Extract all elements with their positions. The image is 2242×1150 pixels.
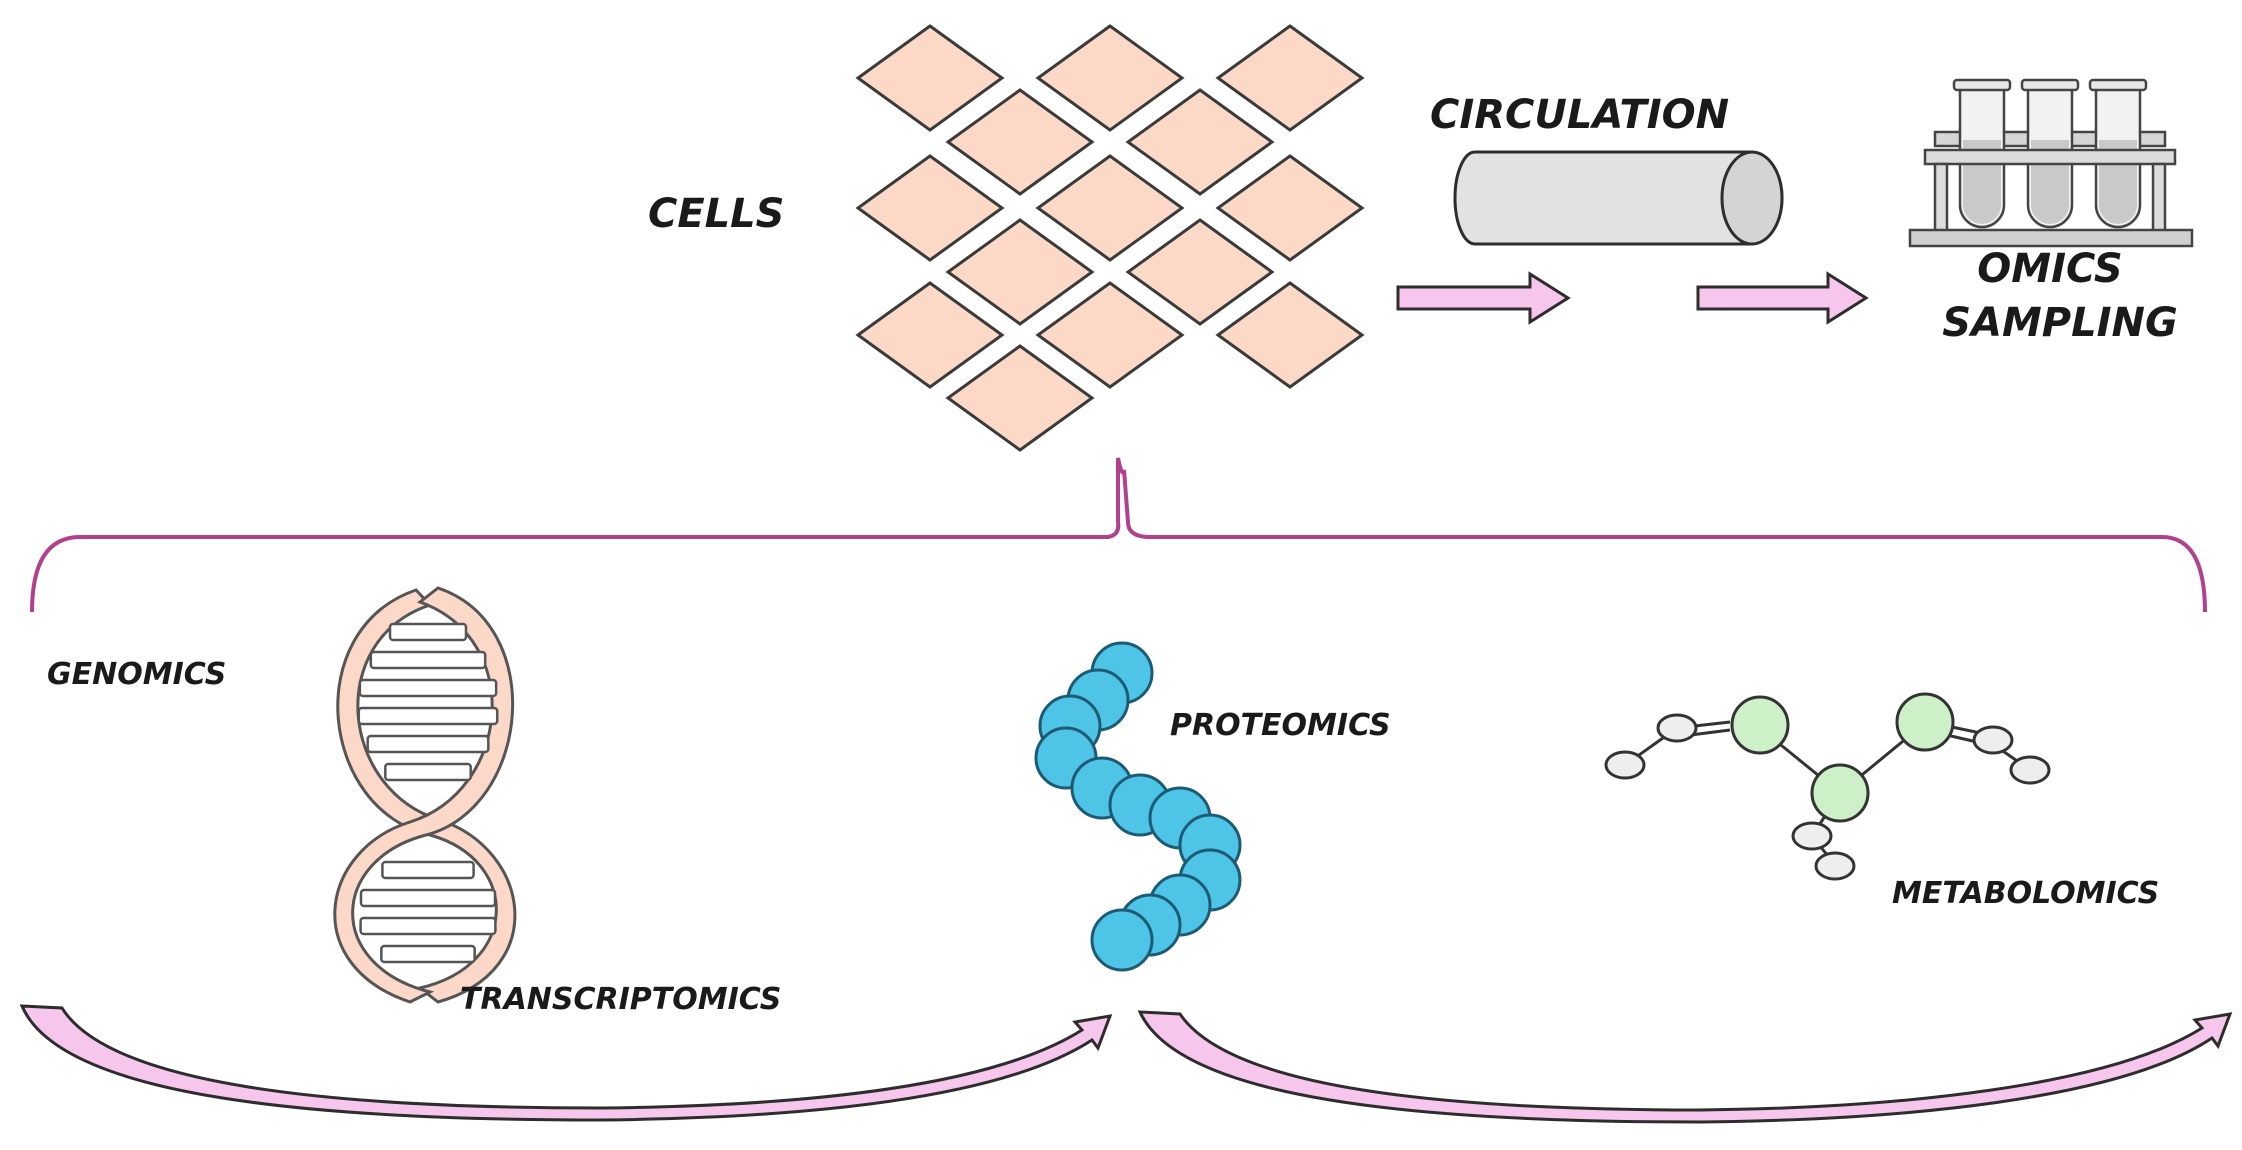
cell-tile <box>855 24 1005 132</box>
omics-label: OMICS <box>1977 246 2122 292</box>
dna-rung <box>380 944 476 964</box>
cell-grid-icon <box>855 24 1365 452</box>
cell-tile <box>1035 281 1185 389</box>
amino-acid-bead <box>1090 908 1154 972</box>
cell-tile <box>1215 281 1365 389</box>
cell-tile <box>945 88 1095 196</box>
cell-tile <box>945 344 1095 452</box>
curved-arrow-left <box>19 1004 1113 1122</box>
blood-vessel-icon <box>1453 150 1784 246</box>
cell-tile <box>1215 24 1365 132</box>
test-tube-rack-icon <box>1908 78 2194 248</box>
transcriptomics-label: TRANSCRIPTOMICS <box>460 982 781 1017</box>
metabolomics-label: METABOLOMICS <box>1892 876 2159 911</box>
cell-tile <box>1125 218 1275 326</box>
genomics-label: GENOMICS <box>47 657 226 692</box>
arrow-cells-to-circulation <box>1396 271 1571 325</box>
cell-tile <box>945 218 1095 326</box>
dna-rung <box>381 860 475 880</box>
sampling-label: SAMPLING <box>1942 300 2178 346</box>
omics-bracket <box>30 457 2207 613</box>
dna-rungs <box>357 622 499 964</box>
metabolite-network-icon <box>1604 692 2051 881</box>
cell-tile <box>1035 154 1185 262</box>
dna-rung <box>366 734 490 754</box>
cell-tile <box>1125 88 1275 196</box>
cell-tile <box>1215 154 1365 262</box>
arrow-circulation-to-sampling <box>1696 271 1869 325</box>
cell-tile <box>855 281 1005 389</box>
cells-label: CELLS <box>648 191 784 237</box>
dna-rung <box>384 762 472 782</box>
dna-rung <box>359 888 497 908</box>
curved-arrow-right <box>1137 1010 2233 1124</box>
circulation-label: CIRCULATION <box>1430 92 1729 138</box>
dna-rung <box>359 916 497 936</box>
cell-tile <box>855 154 1005 262</box>
dna-rung <box>369 650 487 670</box>
dna-rung <box>358 678 498 698</box>
protein-chain-icon <box>1034 641 1242 972</box>
proteomics-label: PROTEOMICS <box>1170 708 1391 743</box>
dna-rung <box>388 622 468 642</box>
dna-rung <box>357 706 499 726</box>
dna-helix-icon <box>333 586 517 1004</box>
cell-tile <box>1035 24 1185 132</box>
